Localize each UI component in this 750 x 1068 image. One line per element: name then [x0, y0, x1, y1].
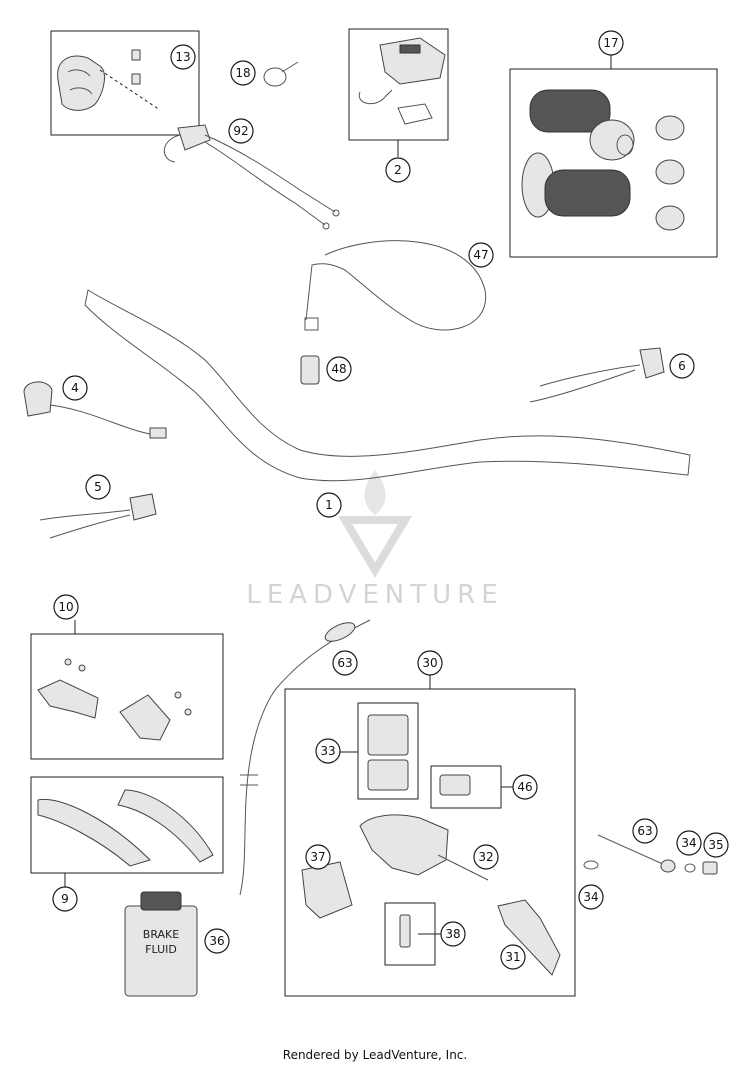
group-box-10 — [30, 633, 224, 760]
callout-63-end: 63 — [632, 818, 658, 844]
handguards-part — [37, 789, 214, 867]
callout-2: 2 — [385, 157, 411, 183]
callout-33: 33 — [315, 738, 341, 764]
throttle-housing-part — [57, 49, 161, 111]
leadventure-watermark: LEADVENTURE — [246, 470, 503, 610]
group-box-9 — [30, 776, 224, 874]
svg-text:9: 9 — [61, 892, 69, 906]
mirror-part — [304, 240, 487, 331]
brake-label-line1: BRAKE — [143, 928, 179, 941]
brake-fluid-bottle-part: BRAKE FLUID — [124, 891, 198, 997]
callout-35: 35 — [703, 832, 729, 858]
throttle-cable-part — [163, 124, 340, 230]
svg-text:1: 1 — [325, 498, 333, 512]
switch-part — [358, 37, 446, 125]
callout-4: 4 — [62, 375, 88, 401]
svg-text:2: 2 — [394, 163, 402, 177]
mounting-kit-part — [37, 658, 192, 741]
svg-text:18: 18 — [235, 66, 250, 80]
grip-set-part — [521, 89, 685, 231]
callout-17: 17 — [598, 30, 624, 56]
callout-92: 92 — [228, 118, 254, 144]
leader-lines — [64, 55, 612, 935]
svg-text:47: 47 — [473, 248, 488, 262]
callout-10: 10 — [53, 594, 79, 620]
group-box-33 — [357, 702, 419, 800]
group-box-13 — [50, 30, 200, 136]
svg-text:63: 63 — [337, 656, 352, 670]
svg-text:17: 17 — [603, 36, 618, 50]
callout-31: 31 — [500, 944, 526, 970]
svg-text:48: 48 — [331, 362, 346, 376]
callout-6: 6 — [669, 353, 695, 379]
callout-5: 5 — [85, 474, 111, 500]
callout-18: 18 — [230, 60, 256, 86]
footer-credit: Rendered by LeadVenture, Inc. — [282, 1048, 468, 1062]
brake-label-line2: FLUID — [145, 943, 177, 956]
callout-34-upper: 34 — [676, 830, 702, 856]
cable-tie-part — [263, 61, 299, 87]
callout-37: 37 — [305, 844, 331, 870]
callout-36: 36 — [204, 928, 230, 954]
callout-46: 46 — [512, 774, 538, 800]
svg-text:38: 38 — [445, 927, 460, 941]
group-box-17 — [509, 68, 718, 258]
svg-text:46: 46 — [517, 780, 532, 794]
mirror-adapter-part — [300, 355, 320, 385]
svg-text:13: 13 — [175, 50, 190, 64]
flame-logo-icon — [364, 470, 386, 515]
svg-text:36: 36 — [209, 934, 224, 948]
svg-text:34: 34 — [681, 836, 696, 850]
v-logo-icon — [337, 516, 413, 578]
svg-text:10: 10 — [58, 600, 73, 614]
svg-text:92: 92 — [233, 124, 248, 138]
clutch-master-cylinder-part — [301, 714, 561, 976]
svg-text:6: 6 — [678, 359, 686, 373]
callout-63-cable: 63 — [332, 650, 358, 676]
clutch-cable-part — [239, 619, 371, 896]
svg-text:33: 33 — [320, 744, 335, 758]
svg-text:5: 5 — [94, 480, 102, 494]
svg-text:4: 4 — [71, 381, 79, 395]
callout-13: 13 — [170, 44, 196, 70]
handlebar-part — [84, 289, 691, 482]
svg-text:63: 63 — [637, 824, 652, 838]
svg-text:32: 32 — [478, 850, 493, 864]
callout-30: 30 — [417, 650, 443, 676]
kill-switch-part — [39, 493, 157, 539]
callout-48: 48 — [326, 356, 352, 382]
callout-1: 1 — [316, 492, 342, 518]
callout-34-lower: 34 — [578, 884, 604, 910]
left-switch-part — [23, 381, 167, 439]
right-switch-part — [529, 347, 665, 403]
svg-text:34: 34 — [583, 890, 598, 904]
svg-text:30: 30 — [422, 656, 437, 670]
callout-38: 38 — [440, 921, 466, 947]
callout-9: 9 — [52, 886, 78, 912]
svg-text:31: 31 — [505, 950, 520, 964]
watermark-text: LEADVENTURE — [246, 580, 503, 610]
cable-end-parts — [583, 834, 718, 875]
svg-text:35: 35 — [708, 838, 723, 852]
callout-32: 32 — [473, 844, 499, 870]
callout-47: 47 — [468, 242, 494, 268]
svg-text:37: 37 — [310, 850, 325, 864]
